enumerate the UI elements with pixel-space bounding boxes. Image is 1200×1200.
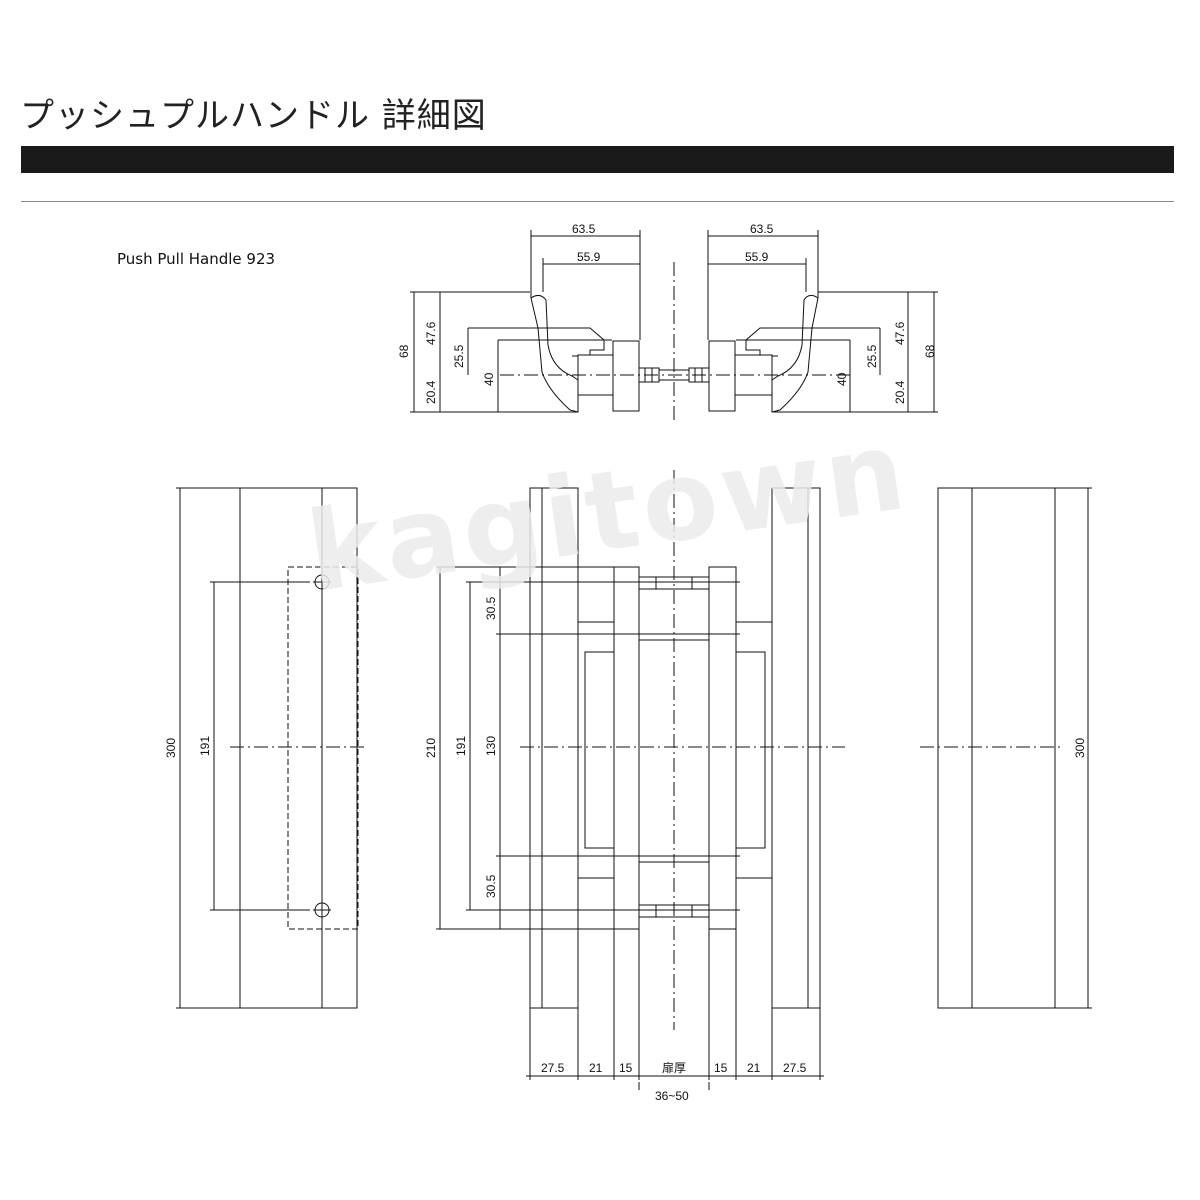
dim-bottom-4: 15 — [714, 1061, 728, 1075]
dim-center-top-offset: 30.5 — [484, 596, 498, 620]
dim-top-upper-left: 47.6 — [424, 321, 438, 345]
dim-bottom-2: 21 — [589, 1061, 603, 1075]
dim-top-height-left: 68 — [397, 344, 411, 358]
dim-left-height: 300 — [164, 738, 178, 758]
dim-center-total: 210 — [424, 738, 438, 758]
divider-line — [21, 201, 1174, 202]
dim-right-height: 300 — [1073, 738, 1087, 758]
dim-top-offset-left: 25.5 — [452, 344, 466, 368]
dim-top-depth-right: 40 — [835, 372, 849, 386]
dim-door-range: 36~50 — [655, 1089, 689, 1103]
dim-top-height-right: 68 — [923, 344, 937, 358]
dim-bottom-6: 27.5 — [783, 1061, 807, 1075]
dim-center-bottom-offset: 30.5 — [484, 874, 498, 898]
dim-center-grip: 130 — [484, 736, 498, 756]
product-name: Push Pull Handle 923 — [117, 250, 276, 268]
dim-top-inner-right: 55.9 — [745, 250, 769, 264]
dim-bottom-3: 15 — [619, 1061, 633, 1075]
dim-door-label: 扉厚 — [662, 1061, 686, 1075]
dim-top-inner-left: 55.9 — [577, 250, 601, 264]
dim-top-offset-right: 25.5 — [865, 344, 879, 368]
dim-top-base-left: 20.4 — [424, 380, 438, 404]
title-bar — [21, 146, 1174, 173]
dim-top-upper-right: 47.6 — [893, 321, 907, 345]
dim-top-outer-left: 63.5 — [572, 222, 596, 236]
dim-top-outer-right: 63.5 — [750, 222, 774, 236]
right-front-plate — [920, 487, 1092, 1009]
dim-top-depth-left: 40 — [482, 372, 496, 386]
dim-center-pitch: 191 — [454, 736, 468, 756]
dim-top-base-right: 20.4 — [893, 380, 907, 404]
left-front-plate — [176, 487, 365, 1009]
dim-left-pitch: 191 — [198, 736, 212, 756]
page-title: プッシュプルハンドル 詳細図 — [20, 96, 487, 136]
center-side-view — [436, 470, 845, 1090]
dim-bottom-1: 27.5 — [541, 1061, 565, 1075]
dim-bottom-5: 21 — [747, 1061, 761, 1075]
